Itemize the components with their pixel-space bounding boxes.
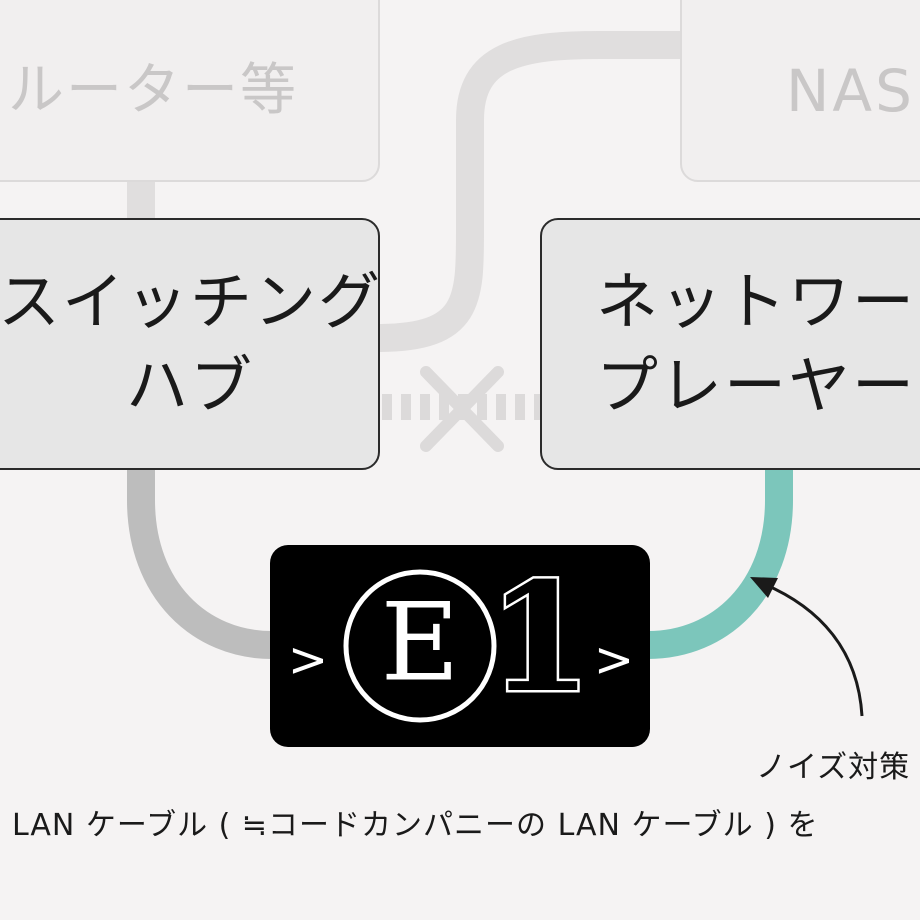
network-player-node: ネットワーク プレーヤー <box>540 218 920 470</box>
cable-e1-player <box>647 468 793 659</box>
cross-icon <box>420 366 504 452</box>
e1-logo: > E 1 > <box>288 547 634 728</box>
nas-label: NAS <box>786 56 915 125</box>
player-label-line1: ネットワーク <box>596 265 920 339</box>
switching-hub-node: スイッチング ハブ <box>0 218 380 470</box>
arrowhead-icon <box>750 577 778 598</box>
model-digit: 1 <box>488 550 592 726</box>
nas-node: NAS <box>680 0 920 182</box>
router-node: ルーター等 <box>0 0 380 182</box>
cable-switch-nas <box>377 31 690 352</box>
e1-device: > E 1 > <box>270 545 650 747</box>
switch-label-line2: ハブ <box>125 349 254 422</box>
annotation-arrow <box>750 577 864 717</box>
emblem-circle-icon <box>343 569 497 723</box>
cable-switch-e1 <box>127 468 273 659</box>
blocked-link <box>382 366 540 452</box>
noise-caption: ノイズ対策 <box>756 750 911 785</box>
router-label: ルーター等 <box>8 58 298 124</box>
lan-cable-caption: LAN ケーブル ( ≒コードカンパニーの LAN ケーブル ) を <box>12 808 819 843</box>
emblem-letter: E <box>381 580 460 705</box>
arrow-left-glyph: > <box>288 632 328 688</box>
switch-label-line1: スイッチング <box>0 265 383 339</box>
arrow-right-glyph: > <box>594 632 634 688</box>
player-label-line2: プレーヤー <box>596 349 917 422</box>
